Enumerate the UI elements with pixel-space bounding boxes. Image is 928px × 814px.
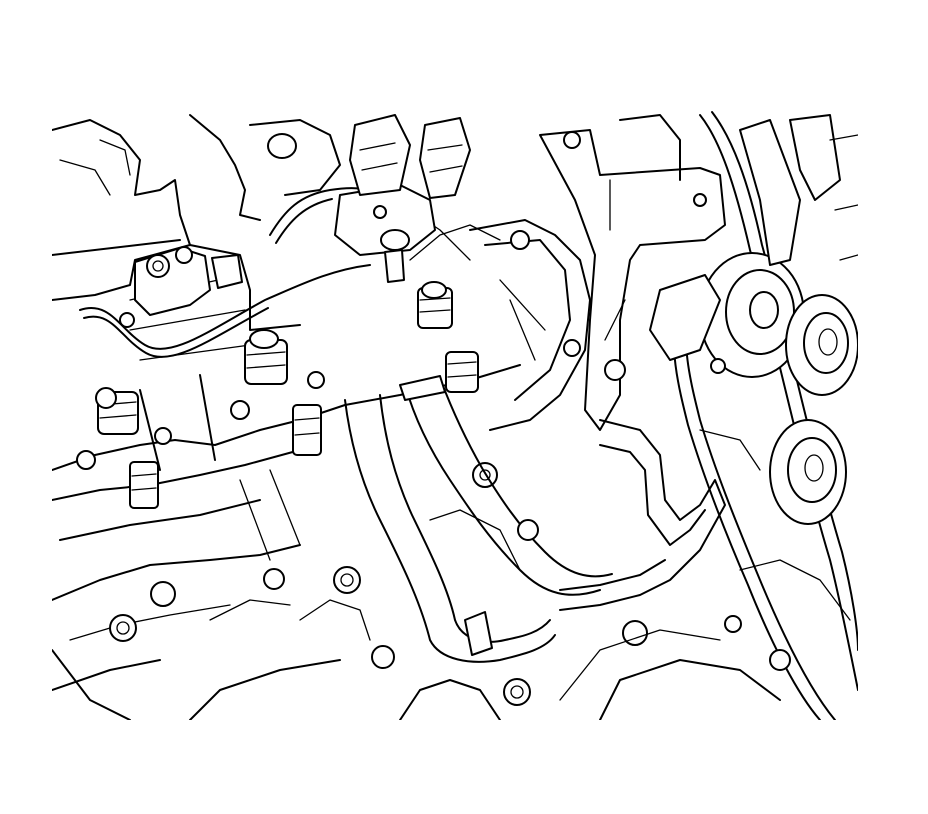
- support-bracket: [539, 129, 726, 431]
- pulley-upper: [699, 252, 805, 378]
- lower-housing: [52, 509, 781, 720]
- tensioner-arm: [649, 114, 841, 361]
- fuel-injector-4: [445, 351, 479, 393]
- coolant-hose: [344, 375, 613, 663]
- coolant-housing: [334, 114, 471, 283]
- mounting-bracket: [52, 114, 341, 246]
- lower-bolts: [76, 312, 791, 706]
- engine-mount: [619, 114, 858, 621]
- valve-block: [134, 246, 243, 316]
- fuel-injector-5: [292, 404, 322, 456]
- pulley-right: [785, 294, 858, 396]
- coolant-pipe: [559, 419, 726, 611]
- fuel-injector-6: [129, 461, 159, 509]
- fuel-injector-2: [244, 329, 288, 385]
- fuel-injector-1: [95, 387, 139, 435]
- fuel-injector-3: [417, 281, 453, 329]
- pulley-lower: [769, 419, 847, 525]
